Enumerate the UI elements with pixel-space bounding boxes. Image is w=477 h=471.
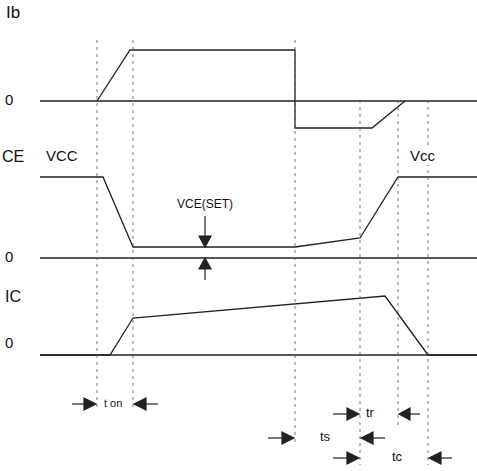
- zero-label: 0: [3, 335, 15, 352]
- level-label: VCC: [44, 148, 80, 165]
- axis-label: Ib: [4, 4, 22, 23]
- vce-zero-line: [40, 257, 477, 258]
- interval-label: ts: [318, 430, 332, 444]
- interval-arrows: [72, 398, 452, 464]
- saturation-label: VCE(SET): [175, 198, 235, 211]
- zero-label: 0: [3, 92, 15, 109]
- interval-label: tc: [390, 450, 404, 464]
- time-markers: [97, 40, 428, 465]
- ib-waveform: [97, 50, 405, 128]
- ic-waveform: [40, 296, 477, 355]
- interval-label: t on: [102, 397, 124, 409]
- level-label: Vcc: [408, 148, 437, 165]
- axis-label: IC: [3, 288, 23, 306]
- interval-label: tr: [364, 406, 376, 420]
- ib-zero-line: [40, 100, 477, 101]
- vce-set-arrows: [199, 216, 211, 280]
- vce-waveform: [40, 177, 477, 247]
- zero-label: 0: [3, 249, 15, 266]
- axis-label: CE: [0, 148, 26, 166]
